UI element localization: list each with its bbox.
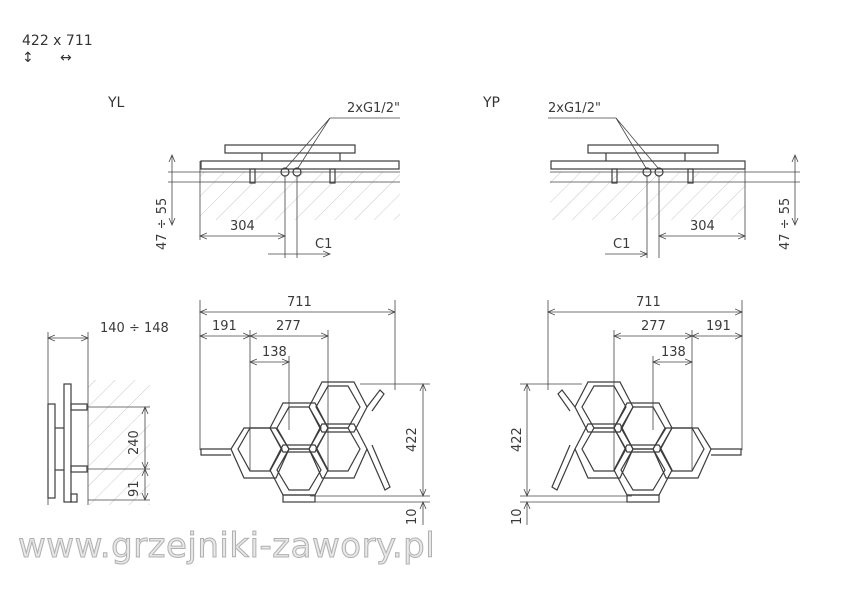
- connection-label: 2xG1/2": [548, 101, 601, 116]
- height-dim: 422: [405, 427, 420, 452]
- wall-hatch: [200, 172, 400, 220]
- pipe-spacing-a-dim: 277: [641, 319, 666, 334]
- wall-hatch: [550, 172, 745, 220]
- mount-height-dim: 47 ÷ 55: [778, 198, 793, 250]
- vertical-arrow-icon: ↕: [22, 50, 34, 66]
- yl-top-view: YL 2xG1/2" 47 ÷ 55 304 C1: [107, 95, 400, 258]
- pipe-spacing-a-dim: 277: [276, 319, 301, 334]
- mount-height-dim: 47 ÷ 55: [155, 198, 170, 250]
- width-dim: 711: [287, 295, 312, 310]
- horizontal-arrow-icon: ↔: [60, 50, 72, 66]
- yp-top-view: YP 2xG1/2" 47 ÷ 55 304 C1: [482, 95, 800, 258]
- honeycomb-panel: [200, 381, 391, 503]
- bottom-gap-dim: 10: [405, 508, 420, 525]
- bracket: [70, 465, 88, 473]
- bottom-gap-dim: 10: [510, 508, 525, 525]
- radiator-top-plate: [587, 144, 719, 154]
- height-dim: 422: [510, 427, 525, 452]
- depth-dim: 140 ÷ 148: [100, 321, 169, 336]
- pipe-spacing-b-dim: 138: [262, 345, 287, 360]
- bracket-spacing-dim: 240: [127, 430, 142, 455]
- radiator-top-plate: [224, 144, 356, 154]
- offset-dim: 304: [690, 219, 715, 234]
- watermark: www.grzejniki-zawory.pl: [18, 526, 435, 566]
- size-label: 422 x 711: [22, 33, 93, 49]
- left-to-pipe-dim: 191: [706, 319, 731, 334]
- c1-dim: C1: [315, 237, 332, 252]
- bracket-bottom-dim: 91: [127, 480, 142, 497]
- connection-label: 2xG1/2": [347, 101, 400, 116]
- radiator-side-profile: [47, 403, 56, 499]
- pipe-spacing-b-dim: 138: [661, 345, 686, 360]
- yp-label: YP: [482, 95, 500, 111]
- yl-front-view: 711 191 277 138 422: [200, 295, 430, 525]
- left-to-pipe-dim: 191: [212, 319, 237, 334]
- wall-hatch: [88, 380, 150, 505]
- side-view: 140 ÷ 148 240 91: [48, 321, 169, 505]
- bracket: [70, 403, 88, 411]
- c1-dim: C1: [613, 237, 630, 252]
- width-dim: 711: [636, 295, 661, 310]
- offset-dim: 304: [230, 219, 255, 234]
- honeycomb-panel: [551, 381, 742, 503]
- yp-front-view: 711 191 277 138 422: [510, 295, 742, 525]
- yl-label: YL: [107, 95, 125, 111]
